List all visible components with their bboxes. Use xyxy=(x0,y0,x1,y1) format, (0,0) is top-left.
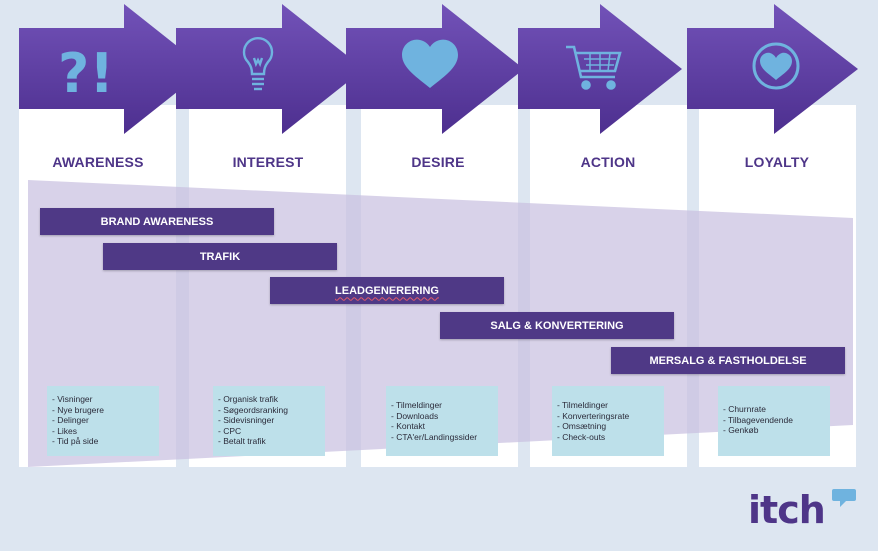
stage-label-action: ACTION xyxy=(580,154,636,170)
kpi-item: - Delinger xyxy=(52,415,89,425)
goal-bar-label: BRAND AWARENESS xyxy=(100,215,214,228)
kpi-item: - Tilmeldinger xyxy=(557,400,609,410)
kpi-item: - Genkøb xyxy=(723,425,759,435)
goal-bar-trafik: TRAFIK xyxy=(103,243,337,270)
goal-bar-label: LEADGENERERING xyxy=(335,284,439,297)
question-exclamation-icon: ?! xyxy=(58,42,114,105)
kpi-item: - Downloads xyxy=(391,410,439,421)
kpi-box-loyalty: - Churnrate - Tilbagevendende - Genkøb xyxy=(718,386,830,456)
stage-label-desire: DESIRE xyxy=(411,154,465,170)
kpi-item: - Sidevisninger xyxy=(218,415,275,425)
speech-bubble-icon xyxy=(832,489,856,507)
goal-bar-label: MERSALG & FASTHOLDELSE xyxy=(649,354,807,367)
heart-circle-icon xyxy=(752,42,800,90)
kpi-item: - Visninger xyxy=(52,394,93,404)
goal-bar-label: SALG & KONVERTERING xyxy=(490,319,624,332)
kpi-item: - CPC xyxy=(218,425,242,436)
kpi-item: - Nye brugere xyxy=(52,404,104,415)
itch-logo: itch xyxy=(748,488,826,532)
stage-label-loyalty: LOYALTY xyxy=(744,154,810,170)
stage-arrow-interest xyxy=(176,4,364,134)
kpi-item: - Churnrate xyxy=(723,404,766,414)
kpi-box-desire: - Tilmeldinger - Downloads - Kontakt - C… xyxy=(386,386,498,456)
kpi-item: - Tilmeldinger xyxy=(391,400,443,410)
kpi-item: - CTA'er/Landingssider xyxy=(391,431,478,442)
goal-bar-salg-konvertering: SALG & KONVERTERING xyxy=(440,312,674,339)
kpi-box-awareness: - Visninger - Nye brugere - Delinger - L… xyxy=(47,386,159,456)
kpi-item: - Søgeordsranking xyxy=(218,404,288,415)
goal-bar-label: TRAFIK xyxy=(199,250,241,263)
kpi-box-interest: - Organisk trafik - Søgeordsranking - Si… xyxy=(213,386,325,456)
kpi-item: - Tid på side xyxy=(52,436,99,446)
goal-bar-brand-awareness: BRAND AWARENESS xyxy=(40,208,274,235)
kpi-item: - Betalt trafik xyxy=(218,436,266,446)
stage-label-interest: INTEREST xyxy=(232,154,304,170)
kpi-item: - Organisk trafik xyxy=(218,394,278,404)
heart-icon xyxy=(402,39,458,88)
kpi-item: - Check-outs xyxy=(557,431,606,442)
kpi-box-action: - Tilmeldinger - Konverteringsrate - Oms… xyxy=(552,386,664,456)
shopping-cart-icon xyxy=(566,45,622,90)
kpi-item: - Konverteringsrate xyxy=(557,410,630,421)
stage-label-awareness: AWARENESS xyxy=(52,154,144,170)
lightbulb-icon xyxy=(242,37,274,91)
svg-text:?!: ?! xyxy=(58,42,114,105)
kpi-item: - Kontakt xyxy=(391,421,426,431)
goal-bar-mersalg-fastholdelse: MERSALG & FASTHOLDELSE xyxy=(611,347,845,374)
stage-arrows: ?! xyxy=(19,4,858,134)
kpi-item: - Omsætning xyxy=(557,421,607,431)
stage-arrow-awareness xyxy=(19,4,206,134)
kpi-item: - Tilbagevendende xyxy=(723,414,793,425)
goal-bar-leadgenerering: LEADGENERERING xyxy=(270,277,504,304)
kpi-item: - Likes xyxy=(52,425,78,436)
